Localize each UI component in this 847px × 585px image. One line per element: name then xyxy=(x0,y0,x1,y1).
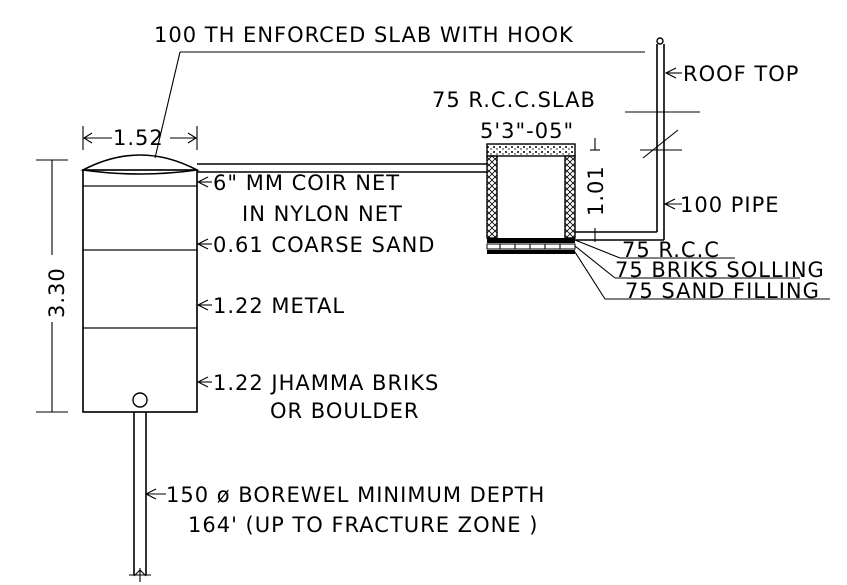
rcc-label: 75 R.C.C xyxy=(622,238,720,262)
sand-filling-label: 75 SAND FILLING xyxy=(625,279,820,303)
recharge-well xyxy=(80,154,200,413)
metal-callout: 1.22 METAL xyxy=(196,294,345,318)
well-depth-label: 3.30 xyxy=(45,267,69,318)
well-depth-dimension: 3.30 xyxy=(36,159,69,413)
coir-net-label-2: IN NYLON NET xyxy=(242,202,403,226)
base-layers-callout: 75 R.C.C 75 BRIKS SOLLING 75 SAND FILLIN… xyxy=(574,238,830,303)
pipe-label: 100 PIPE xyxy=(680,193,780,217)
inlet-pipe xyxy=(197,163,487,173)
roof-top-label: ROOF TOP xyxy=(683,62,799,86)
metal-label: 1.22 METAL xyxy=(213,294,345,318)
roof-downpipe xyxy=(575,37,682,241)
borewell-label-2: 164' (UP TO FRACTURE ZONE ) xyxy=(188,513,538,537)
metal-layer xyxy=(82,249,198,329)
coarse-sand-callout: 0.61 COARSE SAND xyxy=(196,233,435,257)
well-width-dimension: 1.52 xyxy=(82,126,198,150)
brick-soling-label: 75 BRIKS SOLLING xyxy=(615,258,825,282)
jhamma-label-2: OR BOULDER xyxy=(270,399,419,423)
chamber-base-rcc xyxy=(487,238,575,243)
chamber-sand-filling xyxy=(487,250,575,254)
jhamma-callout: 1.22 JHAMMA BRIKS OR BOULDER xyxy=(196,371,439,423)
chamber-height-label: 1.01 xyxy=(584,165,608,216)
filter-chamber xyxy=(486,143,576,254)
coir-net-callout: 6" MM COIR NET IN NYLON NET xyxy=(196,171,403,226)
well-width-label: 1.52 xyxy=(113,126,164,150)
coir-net-label-1: 6" MM COIR NET xyxy=(213,171,400,195)
pipe-callout: 100 PIPE xyxy=(663,193,780,217)
well-cover-slab xyxy=(80,154,200,175)
borewell-pipe xyxy=(129,412,151,582)
borewell-callout: 150 ø BOREWEL MINIMUM DEPTH 164' (UP TO … xyxy=(144,483,545,537)
rcc-slab-callout: 75 R.C.C.SLAB xyxy=(432,88,700,113)
jhamma-label-1: 1.22 JHAMMA BRIKS xyxy=(213,371,439,395)
chamber-left-wall xyxy=(486,155,498,239)
rcc-slab-label: 75 R.C.C.SLAB xyxy=(432,88,596,112)
slab-hook-label: 100 TH ENFORCED SLAB WITH HOOK xyxy=(154,23,574,47)
borewell-label-1: 150 ø BOREWEL MINIMUM DEPTH xyxy=(166,483,545,507)
borewell-opening xyxy=(132,392,148,408)
chamber-rcc-slab xyxy=(486,143,576,157)
chamber-right-wall xyxy=(564,155,576,239)
chamber-height-dimension: 1.01 xyxy=(584,138,608,242)
well-outline xyxy=(82,169,198,413)
chamber-width-label: 5'3"-05" xyxy=(480,119,574,143)
slab-hook-callout: 100 TH ENFORCED SLAB WITH HOOK xyxy=(154,23,645,159)
roof-top-callout: ROOF TOP xyxy=(664,62,799,86)
coarse-sand-layer xyxy=(82,185,198,251)
coarse-sand-label: 0.61 COARSE SAND xyxy=(213,233,435,257)
